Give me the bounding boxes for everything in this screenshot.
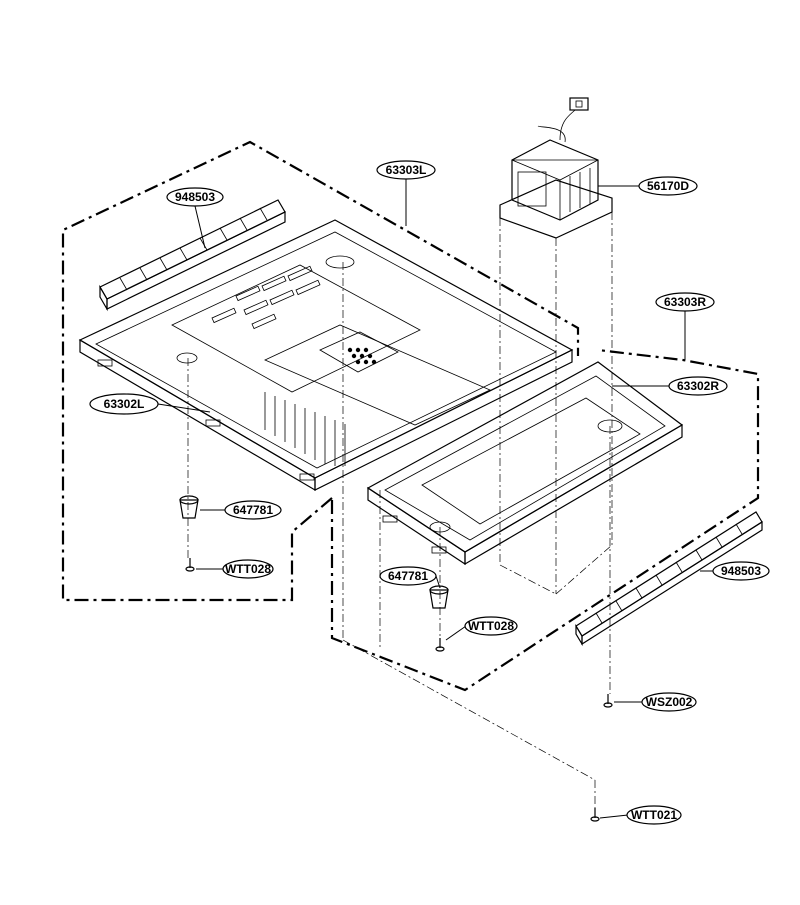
callout-647781-right: 647781 xyxy=(379,566,437,586)
left-assembly-border xyxy=(61,140,580,602)
svg-text:56170D: 56170D xyxy=(647,179,689,193)
callout-63302R: 63302R xyxy=(668,376,728,396)
wtt021-screw xyxy=(590,808,600,822)
callout-WTT028-left: WTT028 xyxy=(222,559,274,579)
callout-WTT021: WTT021 xyxy=(626,805,682,825)
wsz-screw xyxy=(603,694,613,708)
callout-63303L: 63303L xyxy=(376,160,436,180)
transformer xyxy=(499,97,613,239)
top-gasket xyxy=(99,199,286,312)
left-foot xyxy=(179,495,199,519)
svg-text:63302L: 63302L xyxy=(104,397,145,411)
right-foot xyxy=(429,585,449,609)
svg-text:WTT028: WTT028 xyxy=(225,562,271,576)
callout-647781-left: 647781 xyxy=(224,500,282,520)
callout-948503-top: 948503 xyxy=(166,187,224,207)
leader-lines xyxy=(157,178,714,819)
callout-948503-bottom: 948503 xyxy=(712,561,770,581)
callout-WSZ002: WSZ002 xyxy=(641,692,697,712)
side-louvers xyxy=(264,392,346,466)
bottom-gasket xyxy=(575,511,763,647)
svg-text:63302R: 63302R xyxy=(677,379,719,393)
svg-text:948503: 948503 xyxy=(175,190,215,204)
svg-text:948503: 948503 xyxy=(721,564,761,578)
svg-text:647781: 647781 xyxy=(388,569,428,583)
callout-WTT028-right: WTT028 xyxy=(464,616,518,636)
svg-text:63303R: 63303R xyxy=(664,295,706,309)
svg-text:647781: 647781 xyxy=(233,503,273,517)
assembly-guides xyxy=(187,212,613,808)
vent-holes xyxy=(347,347,377,365)
left-screw xyxy=(185,558,195,572)
svg-text:WSZ002: WSZ002 xyxy=(646,695,693,709)
right-base-plate xyxy=(366,361,684,566)
callout-63302L: 63302L xyxy=(89,393,159,415)
right-assembly-border xyxy=(330,348,760,692)
svg-text:WTT021: WTT021 xyxy=(631,808,677,822)
top-slots xyxy=(211,265,321,330)
svg-text:63303L: 63303L xyxy=(386,163,427,177)
callout-63303R: 63303R xyxy=(655,292,715,312)
left-base-plate xyxy=(78,219,574,492)
svg-text:WTT028: WTT028 xyxy=(468,619,514,633)
callout-56170D: 56170D xyxy=(638,176,698,196)
right-screw xyxy=(435,638,445,652)
